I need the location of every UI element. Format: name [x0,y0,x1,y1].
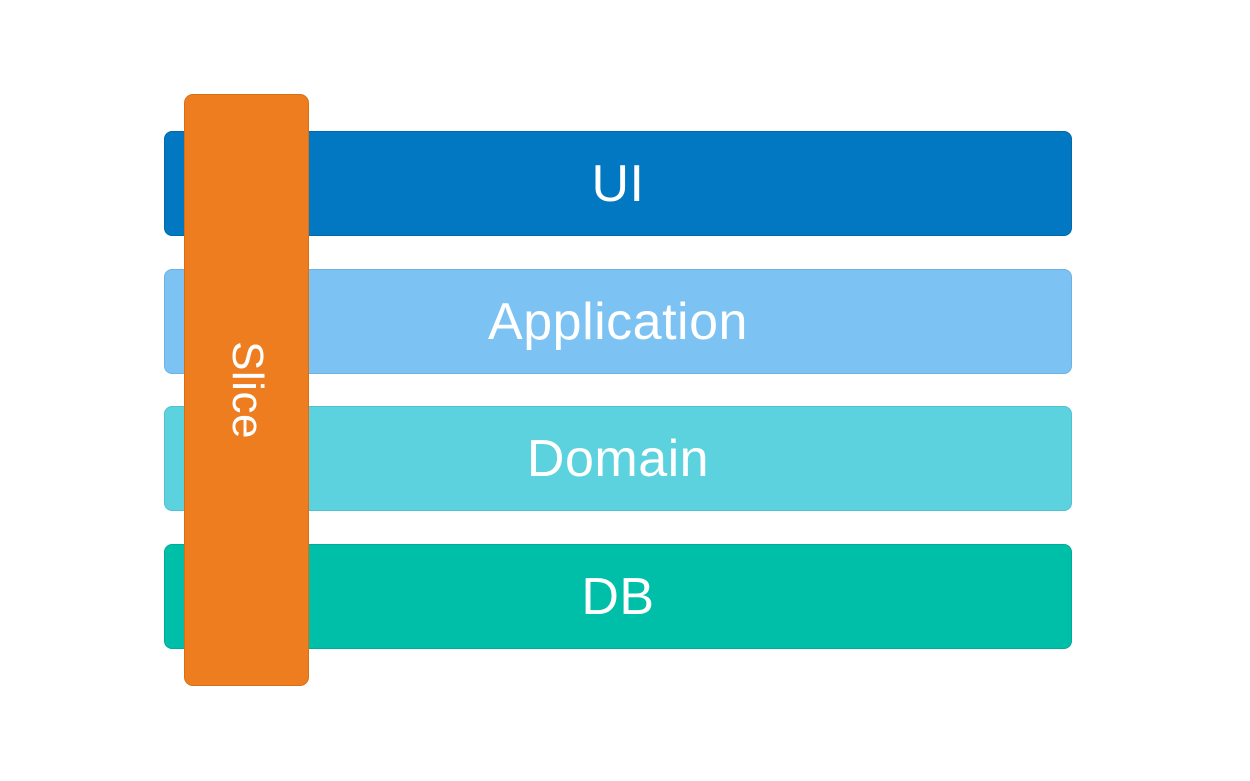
layer-label-application: Application [488,292,748,351]
slice-label: Slice [222,341,272,439]
layer-label-db: DB [581,567,655,626]
layer-bar-db: DB [164,544,1072,649]
layer-bar-domain: Domain [164,406,1072,511]
layer-label-ui: UI [591,154,645,213]
layer-bar-ui: UI [164,131,1072,236]
layer-label-domain: Domain [526,429,710,488]
layer-bar-application: Application [164,269,1072,374]
slice-vertical-bar: Slice [184,94,309,686]
